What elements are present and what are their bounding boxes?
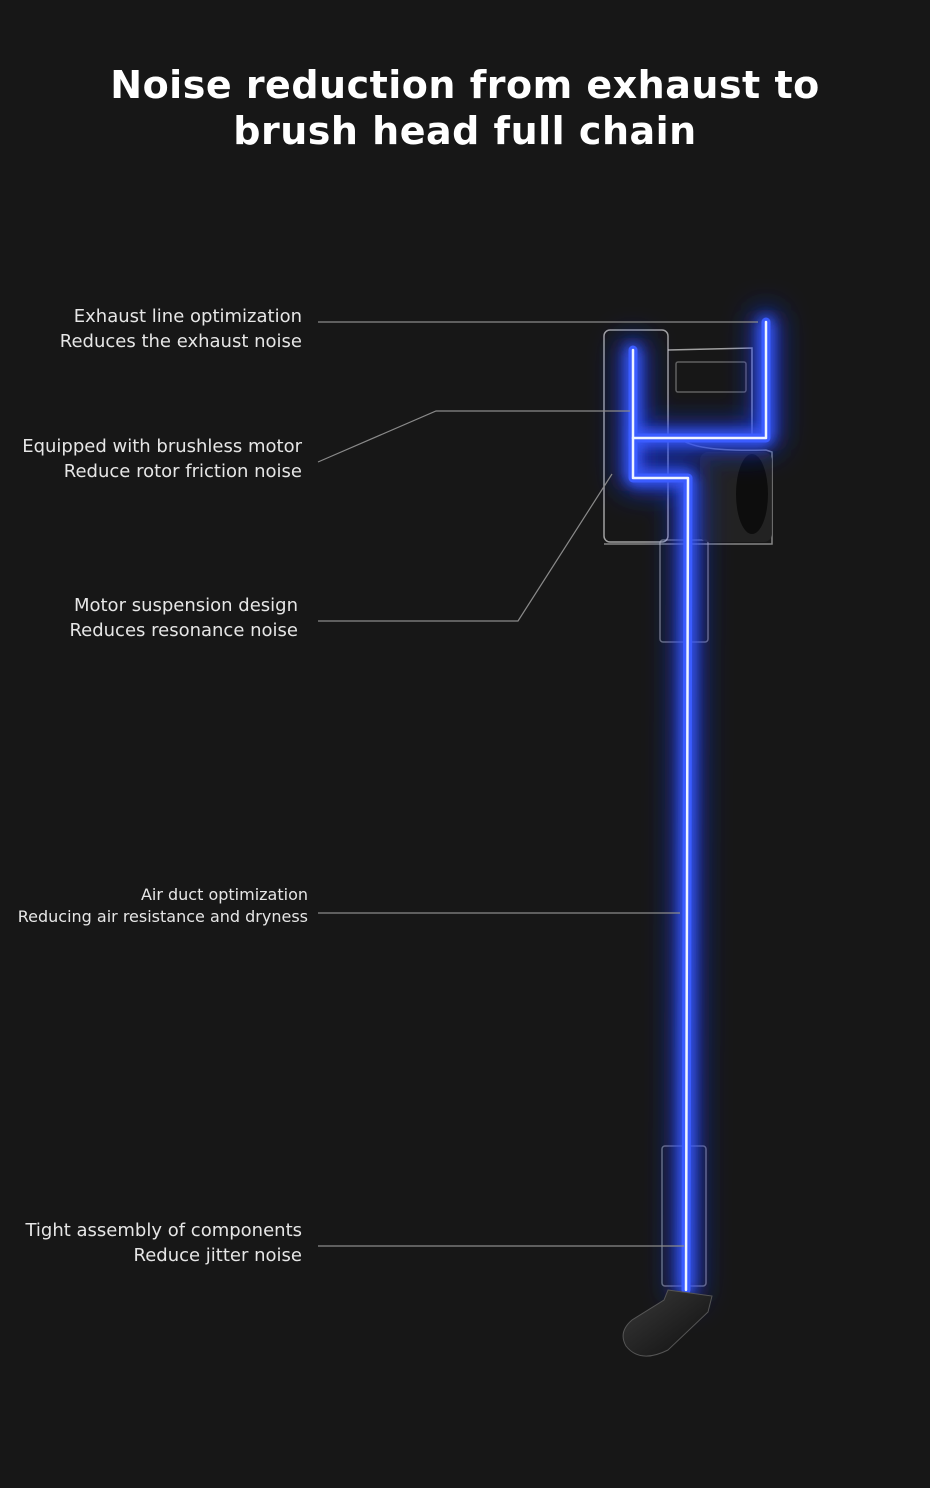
callout-motor-suspension: Motor suspension design Reduces resonanc… <box>69 593 298 643</box>
leader-lines <box>317 321 758 1247</box>
page-title-line-1: Noise reduction from exhaust to <box>110 63 820 107</box>
brush-head <box>622 1289 713 1357</box>
leader-line-suspension <box>318 473 613 622</box>
callout-assembly-subtitle: Reduce jitter noise <box>133 1245 303 1266</box>
page-title-line-2: brush head full chain <box>233 109 697 153</box>
callout-brushless-motor: Equipped with brushless motor Reduce rot… <box>22 434 302 484</box>
callout-exhaust: Exhaust line optimization Reduces the ex… <box>60 304 302 354</box>
callout-exhaust-title: Exhaust line optimization <box>73 306 302 327</box>
callout-suspension-title: Motor suspension design <box>73 595 298 616</box>
leader-line-motor <box>317 410 630 463</box>
callout-duct-title: Air duct optimization <box>140 885 308 904</box>
callout-motor-subtitle: Reduce rotor friction noise <box>63 461 302 482</box>
page-title: Noise reduction from exhaust to brush he… <box>0 62 930 154</box>
airflow-core <box>631 320 768 1292</box>
callout-tight-assembly: Tight assembly of components Reduce jitt… <box>25 1218 302 1268</box>
callout-suspension-subtitle: Reduces resonance noise <box>69 620 298 641</box>
callout-exhaust-subtitle: Reduces the exhaust noise <box>59 331 302 352</box>
callout-duct-subtitle: Reducing air resistance and dryness <box>17 907 308 926</box>
dust-bin-shape <box>700 452 772 542</box>
callout-motor-title: Equipped with brushless motor <box>22 436 302 457</box>
callout-assembly-title: Tight assembly of components <box>25 1220 302 1241</box>
callout-air-duct: Air duct optimization Reducing air resis… <box>18 884 308 928</box>
